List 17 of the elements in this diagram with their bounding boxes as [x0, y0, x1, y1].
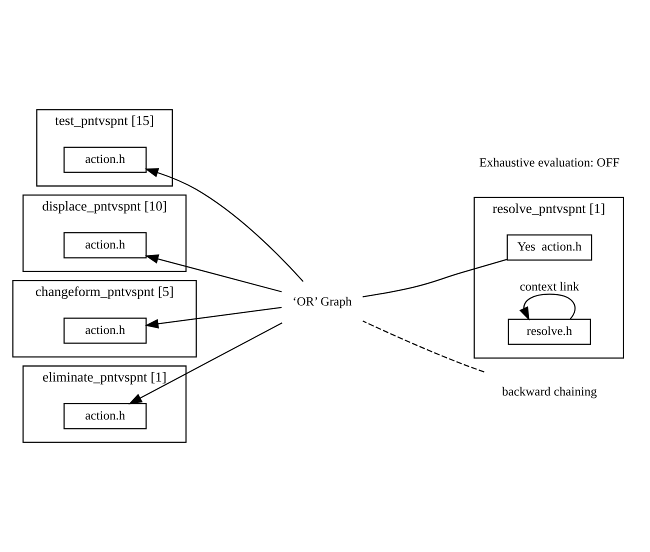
arrow — [128, 322, 282, 404]
arrow — [519, 294, 576, 321]
connector — [362, 258, 508, 298]
connector — [362, 320, 484, 372]
node-box: Yes action.h — [506, 234, 592, 261]
node-text: ‘OR’ Graph — [292, 294, 352, 308]
node-text: backward chaining — [502, 384, 597, 398]
arrow — [144, 306, 282, 329]
node-box: action.h — [64, 232, 147, 258]
edge-label: context link — [520, 280, 580, 294]
label: Exhaustive evaluation: OFF — [479, 155, 620, 170]
node-box: action.h — [64, 318, 147, 344]
node-box: resolve.h — [508, 318, 592, 345]
node-box: action.h — [64, 146, 147, 173]
arrow — [144, 254, 282, 292]
node-box: action.h — [64, 403, 147, 430]
arrow — [144, 168, 304, 282]
